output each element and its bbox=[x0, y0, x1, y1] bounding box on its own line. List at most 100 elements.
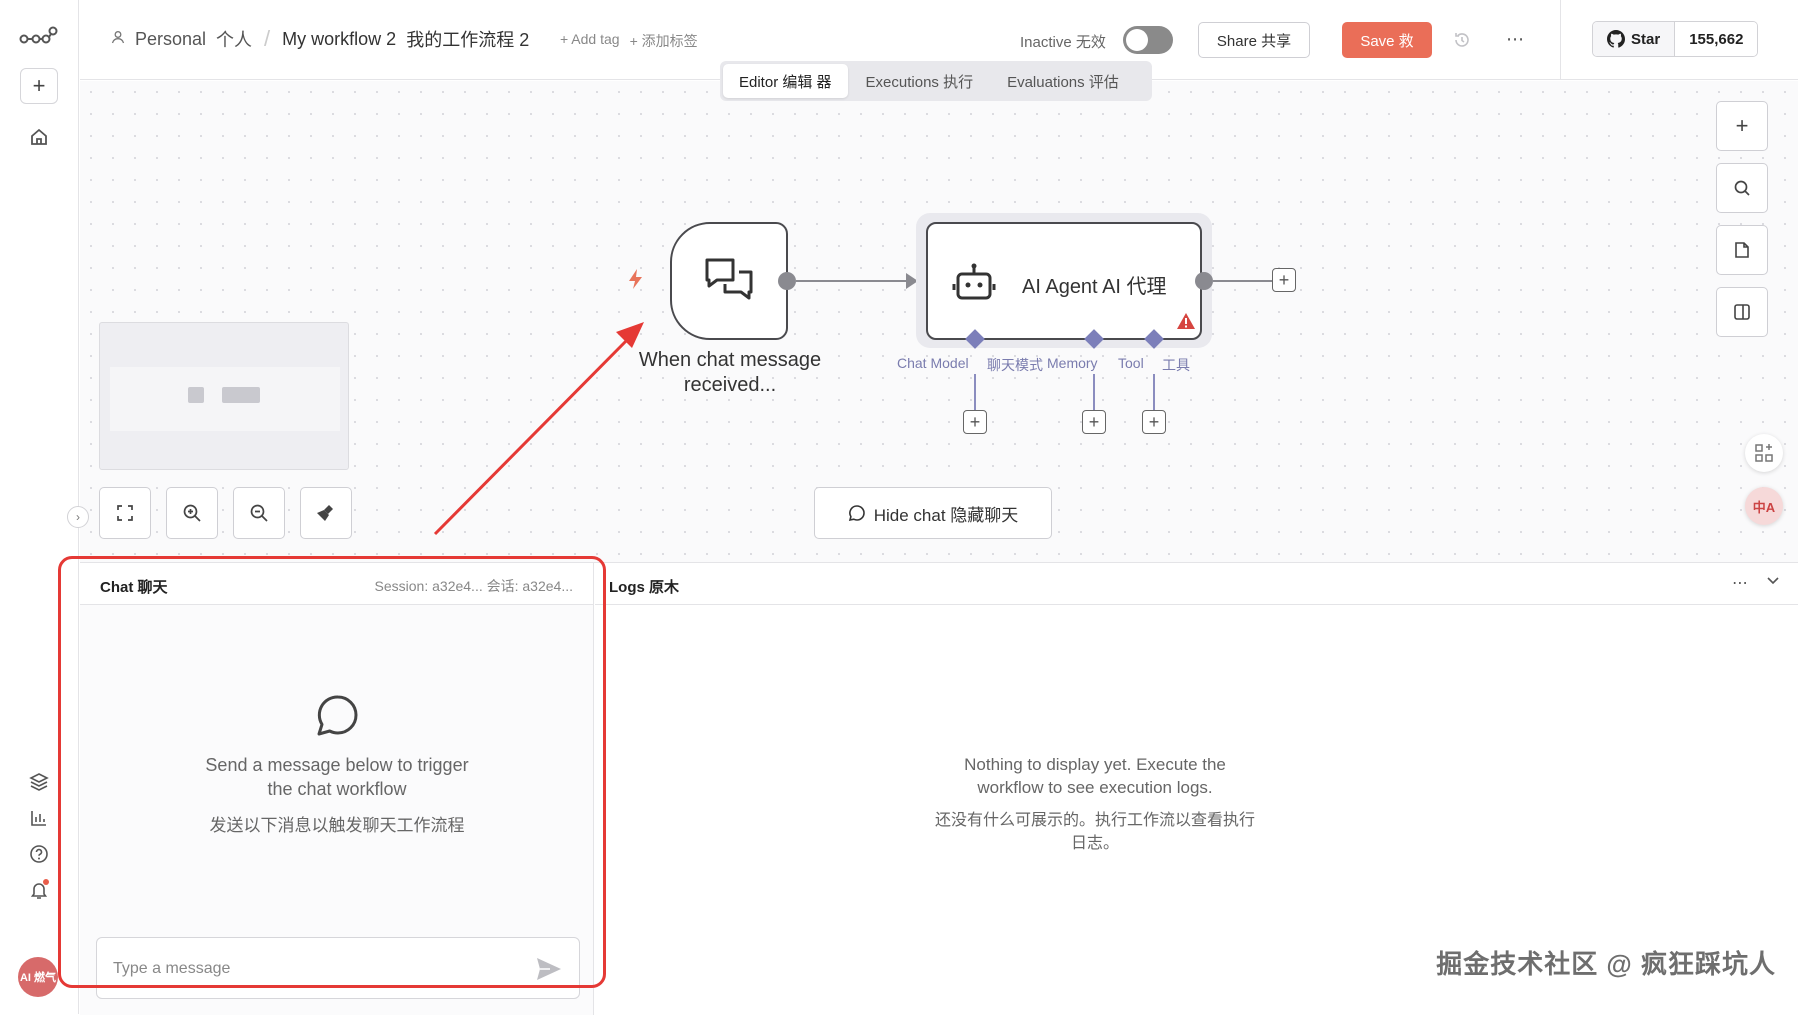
watermark: 掘金技术社区 @ 疯狂踩坑人 bbox=[1436, 949, 1776, 979]
fit-view-button[interactable] bbox=[99, 487, 151, 539]
help-icon[interactable] bbox=[24, 839, 54, 869]
warning-icon bbox=[1177, 313, 1195, 329]
mode-tabs: Editor 编辑 器 Executions 执行 Evaluations 评估 bbox=[720, 61, 1152, 101]
logs-more-button[interactable]: ⋯ bbox=[1732, 575, 1748, 592]
logs-title: Logs 原木 bbox=[609, 579, 679, 596]
add-tag-label-zh: + 添加标签 bbox=[629, 33, 698, 49]
trigger-output-handle[interactable] bbox=[778, 272, 796, 290]
add-chat-model-button[interactable]: + bbox=[963, 410, 987, 434]
memory-label: Memory bbox=[1047, 355, 1098, 371]
workflow-name[interactable]: My workflow 2 bbox=[282, 28, 397, 49]
zoom-in-icon bbox=[183, 504, 201, 522]
home-icon[interactable] bbox=[24, 122, 54, 152]
toggle-panel-button[interactable] bbox=[1716, 287, 1768, 337]
chevron-down-icon[interactable] bbox=[1766, 573, 1780, 590]
search-nodes-button[interactable] bbox=[1716, 163, 1768, 213]
chat-model-label-zh: 聊天模式 bbox=[987, 357, 1043, 373]
chat-empty-text: Send a message below to trigger the chat… bbox=[205, 755, 469, 799]
project-link[interactable]: Personal bbox=[135, 28, 207, 49]
breadcrumb: Personal 个人 / My workflow 2 我的工作流程 2 bbox=[111, 26, 529, 52]
notifications-icon[interactable] bbox=[24, 875, 54, 905]
project-label-zh: 个人 bbox=[216, 30, 253, 50]
logs-panel-header bbox=[595, 563, 1798, 605]
person-icon bbox=[111, 30, 125, 48]
add-tag-button[interactable]: + Add tag bbox=[560, 31, 620, 47]
breadcrumb-separator: / bbox=[264, 26, 271, 51]
github-star-widget[interactable]: Star 155,662 bbox=[1592, 21, 1759, 57]
trigger-bolt-icon bbox=[627, 268, 645, 296]
zoom-out-icon bbox=[250, 504, 268, 522]
connection-arrow bbox=[906, 273, 918, 289]
connection-line[interactable] bbox=[796, 280, 912, 282]
ai-agent-node[interactable]: AI Agent AI 代理 bbox=[926, 222, 1202, 340]
more-options-button[interactable]: ⋯ bbox=[1506, 28, 1524, 49]
github-star-count: 155,662 bbox=[1675, 22, 1758, 56]
tab-evaluations[interactable]: Evaluations 评估 bbox=[1007, 73, 1119, 91]
sticky-note-icon bbox=[1735, 242, 1749, 258]
avatar[interactable]: AI 燃气 bbox=[18, 957, 58, 997]
chat-title: Chat 聊天 bbox=[100, 579, 168, 596]
panel-icon bbox=[1734, 304, 1750, 320]
insights-icon[interactable] bbox=[24, 803, 54, 833]
n8n-logo-icon[interactable] bbox=[14, 22, 64, 52]
canvas-right-toolbar: + bbox=[1716, 101, 1768, 337]
left-sidebar: + AI 燃气 bbox=[0, 0, 79, 1014]
apps-sparkle-icon[interactable] bbox=[1745, 434, 1783, 472]
chat-bubble-icon bbox=[848, 505, 865, 522]
broom-icon bbox=[317, 505, 333, 521]
send-icon[interactable] bbox=[535, 956, 563, 982]
github-star-button[interactable]: Star bbox=[1593, 22, 1676, 56]
chat-panel-header: Chat 聊天 Session: a32e4... 会话: a32e4... bbox=[80, 563, 593, 605]
add-next-node-button[interactable]: + bbox=[1272, 268, 1296, 292]
active-toggle[interactable] bbox=[1123, 26, 1173, 54]
tab-executions[interactable]: Executions 执行 bbox=[865, 73, 974, 91]
history-icon[interactable] bbox=[1450, 28, 1474, 52]
tool-label-zh: 工具 bbox=[1162, 357, 1190, 373]
logs-empty-text: Nothing to display yet. Execute the work… bbox=[964, 755, 1226, 797]
workflow-name-zh: 我的工作流程 2 bbox=[406, 30, 530, 50]
chat-input-box bbox=[96, 937, 580, 999]
chat-model-label: Chat Model bbox=[897, 355, 969, 371]
logs-empty-text-zh: 还没有什么可展示的。执行工作流以查看执行日志。 bbox=[934, 812, 1255, 852]
minimap-node bbox=[188, 387, 204, 403]
minimap[interactable] bbox=[99, 322, 349, 470]
templates-icon[interactable] bbox=[24, 767, 54, 797]
chat-messages-icon bbox=[705, 258, 753, 300]
tags: + Add tag + 添加标签 bbox=[560, 31, 698, 51]
tool-line bbox=[1153, 374, 1155, 410]
translate-extension-icon[interactable]: 中A bbox=[1745, 487, 1783, 525]
search-icon bbox=[1734, 180, 1750, 196]
add-tool-button[interactable]: + bbox=[1142, 410, 1166, 434]
logs-panel: Logs 原木 ⋯ Nothing to display yet. Execut… bbox=[595, 563, 1798, 1015]
add-memory-button[interactable]: + bbox=[1082, 410, 1106, 434]
trigger-node-label: When chat message received... bbox=[638, 349, 822, 396]
expand-sidebar-button[interactable]: › bbox=[67, 506, 89, 528]
add-workflow-button[interactable]: + bbox=[20, 68, 58, 104]
minimap-node bbox=[222, 387, 260, 403]
memory-line bbox=[1093, 374, 1095, 410]
robot-icon bbox=[952, 263, 996, 300]
notification-dot bbox=[43, 879, 49, 885]
active-status-label: Inactive 无效 bbox=[1020, 34, 1106, 51]
output-line bbox=[1213, 280, 1272, 282]
save-button[interactable]: Save 救 bbox=[1342, 22, 1432, 58]
github-icon bbox=[1607, 30, 1625, 48]
agent-output-handle[interactable] bbox=[1195, 272, 1213, 290]
tool-label: Tool bbox=[1118, 355, 1144, 371]
chat-empty-text-zh: 发送以下消息以触发聊天工作流程 bbox=[209, 816, 465, 835]
session-id[interactable]: Session: a32e4... 会话: a32e4... bbox=[374, 578, 573, 594]
chat-trigger-node[interactable] bbox=[670, 222, 788, 340]
zoom-in-button[interactable] bbox=[166, 487, 218, 539]
tidy-up-button[interactable] bbox=[300, 487, 352, 539]
zoom-out-button[interactable] bbox=[233, 487, 285, 539]
chat-message-input[interactable] bbox=[113, 956, 513, 982]
add-sticky-note-button[interactable] bbox=[1716, 225, 1768, 275]
chat-model-line bbox=[974, 374, 976, 410]
add-node-button[interactable]: + bbox=[1716, 101, 1768, 151]
hide-chat-button[interactable]: Hide chat 隐藏聊天 bbox=[814, 487, 1052, 539]
ai-agent-label: AI Agent AI 代理 bbox=[1022, 276, 1167, 298]
share-button[interactable]: Share 共享 bbox=[1198, 22, 1310, 58]
bottom-panel: Chat 聊天 Session: a32e4... 会话: a32e4... S… bbox=[80, 562, 1798, 1015]
tab-editor[interactable]: Editor 编辑 器 bbox=[723, 64, 848, 98]
fit-view-icon bbox=[117, 505, 133, 521]
